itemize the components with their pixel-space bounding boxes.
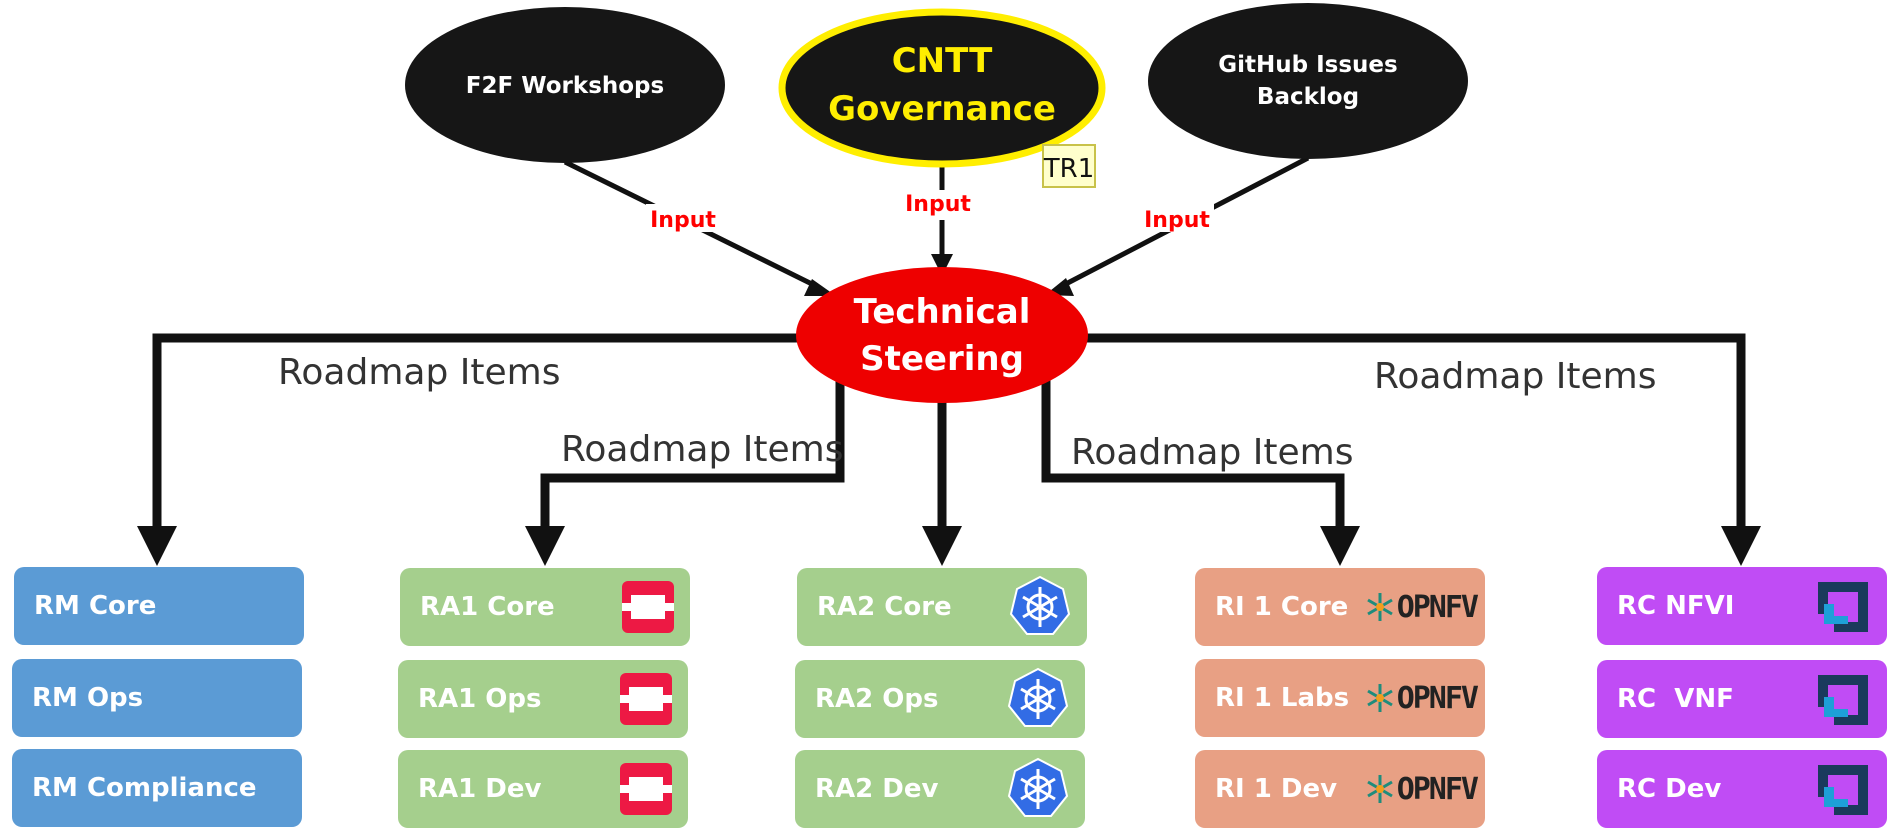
arrowhead-governance (931, 254, 953, 276)
rc-bracket-icon (1815, 670, 1873, 728)
cntt-governance-label-line1: CNTT (892, 41, 993, 81)
rc-dev-box[interactable]: RC Dev (1597, 750, 1887, 828)
rm-ops-box[interactable]: RM Ops (12, 659, 302, 737)
arrowhead-ri1 (1320, 526, 1360, 566)
openstack-icon (618, 671, 674, 727)
ri1-labs-label: RI 1 Labs (1215, 683, 1350, 713)
github-issues-node (1148, 3, 1468, 159)
ra1-ops-label: RA1 Ops (418, 684, 542, 714)
opnfv-logo: OPNFV (1363, 680, 1479, 716)
arrowhead-ra1 (525, 526, 565, 566)
input-label-bg-2 (898, 190, 986, 220)
arrowhead-ra2 (922, 526, 962, 566)
ra2-core-box[interactable]: RA2 Core (797, 568, 1087, 646)
rm-ops-label: RM Ops (32, 683, 144, 713)
opnfv-logo: OPNFV (1363, 589, 1479, 625)
ri1-core-box[interactable]: RI 1 Core OPNFV (1195, 568, 1485, 646)
ri1-labs-box[interactable]: RI 1 Labs OPNFV (1195, 659, 1485, 737)
roadmap-label-ra1: Roadmap Items (561, 429, 843, 470)
ra2-dev-box[interactable]: RA2 Dev (795, 750, 1085, 828)
edge-steering-to-ri1 (1041, 378, 1345, 530)
roadmap-label-rm: Roadmap Items (278, 352, 560, 393)
ra1-core-label: RA1 Core (420, 592, 555, 622)
ra1-dev-label: RA1 Dev (418, 774, 542, 804)
kubernetes-icon (1007, 574, 1073, 640)
edge-steering-to-ra1 (540, 378, 845, 530)
roadmap-label-rc: Roadmap Items (1374, 356, 1656, 397)
edge-steering-to-rc (1085, 333, 1746, 530)
technical-steering-label-line2: Steering (860, 339, 1024, 379)
rm-compliance-label: RM Compliance (32, 773, 257, 803)
arrowhead-rc (1721, 526, 1761, 566)
rc-vnf-box[interactable]: RC VNF (1597, 660, 1887, 738)
rc-nfvi-label: RC NFVI (1617, 591, 1735, 621)
opnfv-logo-text: OPNFV (1396, 771, 1479, 807)
rc-vnf-label: RC VNF (1617, 684, 1734, 714)
cntt-governance-label-line2: Governance (828, 89, 1056, 129)
ra1-ops-box[interactable]: RA1 Ops (398, 660, 688, 738)
f2f-workshops-node (405, 7, 725, 163)
ra1-core-box[interactable]: RA1 Core (400, 568, 690, 646)
ri1-dev-label: RI 1 Dev (1215, 774, 1338, 804)
ri1-core-label: RI 1 Core (1215, 592, 1349, 622)
openstack-icon (620, 579, 676, 635)
github-issues-label-line1: GitHub Issues (1218, 52, 1397, 78)
ra2-ops-box[interactable]: RA2 Ops (795, 660, 1085, 738)
rc-bracket-icon (1815, 760, 1873, 818)
openstack-icon (618, 761, 674, 817)
edge-steering-to-rm (152, 333, 800, 530)
github-issues-label-line2: Backlog (1257, 84, 1359, 110)
arrowhead-f2f (804, 279, 836, 296)
rc-dev-label: RC Dev (1617, 774, 1722, 804)
input-label-bg-3 (1140, 204, 1214, 232)
roadmap-label-ri1: Roadmap Items (1071, 432, 1353, 473)
rm-core-label: RM Core (34, 591, 157, 621)
technical-steering-node (796, 267, 1088, 403)
ra1-dev-box[interactable]: RA1 Dev (398, 750, 688, 828)
rc-bracket-icon (1815, 577, 1873, 635)
input-label-github: Input (1144, 208, 1210, 233)
ra2-core-label: RA2 Core (817, 592, 952, 622)
rm-core-box[interactable]: RM Core (14, 567, 304, 645)
kubernetes-icon (1005, 756, 1071, 822)
cntt-governance-node (778, 8, 1106, 168)
kubernetes-icon (1005, 666, 1071, 732)
input-label-f2f: Input (650, 208, 716, 233)
opnfv-logo: OPNFV (1363, 771, 1479, 807)
rc-nfvi-box[interactable]: RC NFVI (1597, 567, 1887, 645)
tr1-tag (1042, 144, 1096, 188)
technical-steering-label-line1: Technical (854, 292, 1031, 332)
ra2-ops-label: RA2 Ops (815, 684, 939, 714)
opnfv-logo-text: OPNFV (1396, 680, 1479, 716)
ra2-dev-label: RA2 Dev (815, 774, 939, 804)
tr1-tag-label: TR1 (1043, 154, 1095, 184)
opnfv-logo-text: OPNFV (1396, 589, 1479, 625)
input-label-governance: Input (905, 192, 971, 217)
input-label-bg-1 (646, 204, 720, 232)
arrowhead-rm (137, 526, 177, 566)
ri1-dev-box[interactable]: RI 1 Dev OPNFV (1195, 750, 1485, 828)
rm-compliance-box[interactable]: RM Compliance (12, 749, 302, 827)
f2f-workshops-label: F2F Workshops (466, 73, 664, 99)
